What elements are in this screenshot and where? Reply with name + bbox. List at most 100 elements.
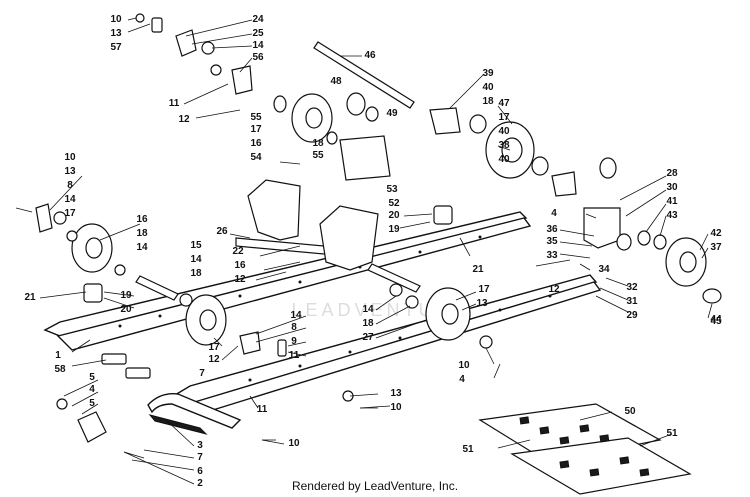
callout-number: 56 <box>252 52 264 63</box>
hardware <box>15 13 722 459</box>
callout-number: 16 <box>136 214 148 225</box>
shafts <box>135 41 421 301</box>
callout-number: 30 <box>666 182 678 193</box>
watermark: LEADVENTURE <box>291 300 468 320</box>
callout-number: 31 <box>626 296 638 307</box>
callout-number: 34 <box>598 264 610 275</box>
callout-number: 47 <box>498 98 510 109</box>
callout-number: 22 <box>232 246 244 257</box>
front-slides <box>147 393 242 435</box>
callout-number: 18 <box>362 318 374 329</box>
callout-number: 14 <box>290 310 302 321</box>
callout-number: 18 <box>482 96 494 107</box>
callout-number: 4 <box>459 374 465 385</box>
callout-number: 40 <box>482 82 494 93</box>
callout-number: 42 <box>710 228 722 239</box>
callout-number: 14 <box>190 254 202 265</box>
callout-number: 21 <box>24 292 36 303</box>
callout-number: 26 <box>216 226 228 237</box>
callout-number: 55 <box>250 112 262 123</box>
callout-number: 10 <box>110 14 122 25</box>
callout-number: 7 <box>199 368 205 379</box>
callout-number: 49 <box>386 108 398 119</box>
callout-number: 16 <box>234 260 246 271</box>
callout-number: 17 <box>250 124 262 135</box>
callout-number: 12 <box>234 274 246 285</box>
callout-number: 5 <box>89 398 95 409</box>
callout-number: 12 <box>178 114 190 125</box>
callout-number: 41 <box>666 196 678 207</box>
callout-number: 11 <box>169 98 180 109</box>
callout-number: 39 <box>482 68 494 79</box>
callout-number: 4 <box>551 208 557 219</box>
callout-number: 43 <box>666 210 678 221</box>
callout-number: 28 <box>666 168 678 179</box>
callout-number: 7 <box>197 452 203 463</box>
callout-number: 5 <box>89 372 95 383</box>
callout-number: 10 <box>288 438 300 449</box>
callout-number: 17 <box>478 284 490 295</box>
track-clips <box>478 403 692 495</box>
callout-number: 3 <box>197 440 203 451</box>
callout-number: 57 <box>110 42 122 53</box>
footer-credit: Rendered by LeadVenture, Inc. <box>291 479 459 493</box>
callout-number: 54 <box>250 152 262 163</box>
callout-number: 13 <box>64 166 76 177</box>
callout-number: 11 <box>289 350 300 361</box>
callout-number: 24 <box>252 14 264 25</box>
callout-number: 44 <box>710 314 722 325</box>
callout-number: 52 <box>388 198 400 209</box>
callout-number: 19 <box>388 224 400 235</box>
callout-number: 6 <box>197 466 203 477</box>
callout-number: 10 <box>64 152 76 163</box>
callout-number: 12 <box>208 354 220 365</box>
callout-number: 9 <box>291 336 297 347</box>
callout-number: 17 <box>498 112 510 123</box>
callout-number: 50 <box>624 406 636 417</box>
callout-number: 20 <box>388 210 400 221</box>
callout-number: 14 <box>362 304 374 315</box>
callout-number: 10 <box>390 402 402 413</box>
callout-number: 12 <box>548 284 560 295</box>
callout-number: 14 <box>64 194 76 205</box>
callout-number: 45 <box>710 316 722 327</box>
callout-number: 13 <box>110 28 122 39</box>
callout-number: 40 <box>498 126 510 137</box>
callout-number: 51 <box>666 428 678 439</box>
callout-number: 14 <box>252 40 264 51</box>
callout-number: 15 <box>190 240 202 251</box>
callout-number: 32 <box>626 282 638 293</box>
callout-number: 8 <box>291 322 297 333</box>
callout-number: 40 <box>498 154 510 165</box>
callout-number: 17 <box>64 208 76 219</box>
callout-number: 27 <box>362 332 374 343</box>
callout-number: 18 <box>136 228 148 239</box>
callout-number: 16 <box>250 138 262 149</box>
callout-number: 38 <box>498 140 510 151</box>
idler-wheels <box>71 93 707 346</box>
callout-number: 37 <box>710 242 722 253</box>
callout-number: 13 <box>390 388 402 399</box>
callout-number: 51 <box>462 444 474 455</box>
callout-number: 33 <box>546 250 558 261</box>
slide-rails <box>43 211 602 415</box>
callout-number: 8 <box>67 180 73 191</box>
callout-number: 10 <box>458 360 470 371</box>
center-brackets <box>247 179 621 271</box>
callout-number: 53 <box>386 184 398 195</box>
callout-number: 29 <box>626 310 638 321</box>
callout-number: 35 <box>546 236 558 247</box>
callout-number: 58 <box>54 364 66 375</box>
leader-lines <box>39 17 713 485</box>
callout-number: 25 <box>252 28 264 39</box>
callout-number: 20 <box>120 304 132 315</box>
callout-number: 4 <box>89 384 95 395</box>
callout-number: 2 <box>197 478 203 489</box>
callout-number: 17 <box>208 342 220 353</box>
callout-number: 1 <box>55 350 61 361</box>
callout-number: 13 <box>476 298 488 309</box>
callout-number: 21 <box>472 264 484 275</box>
callout-number: 11 <box>257 404 268 415</box>
